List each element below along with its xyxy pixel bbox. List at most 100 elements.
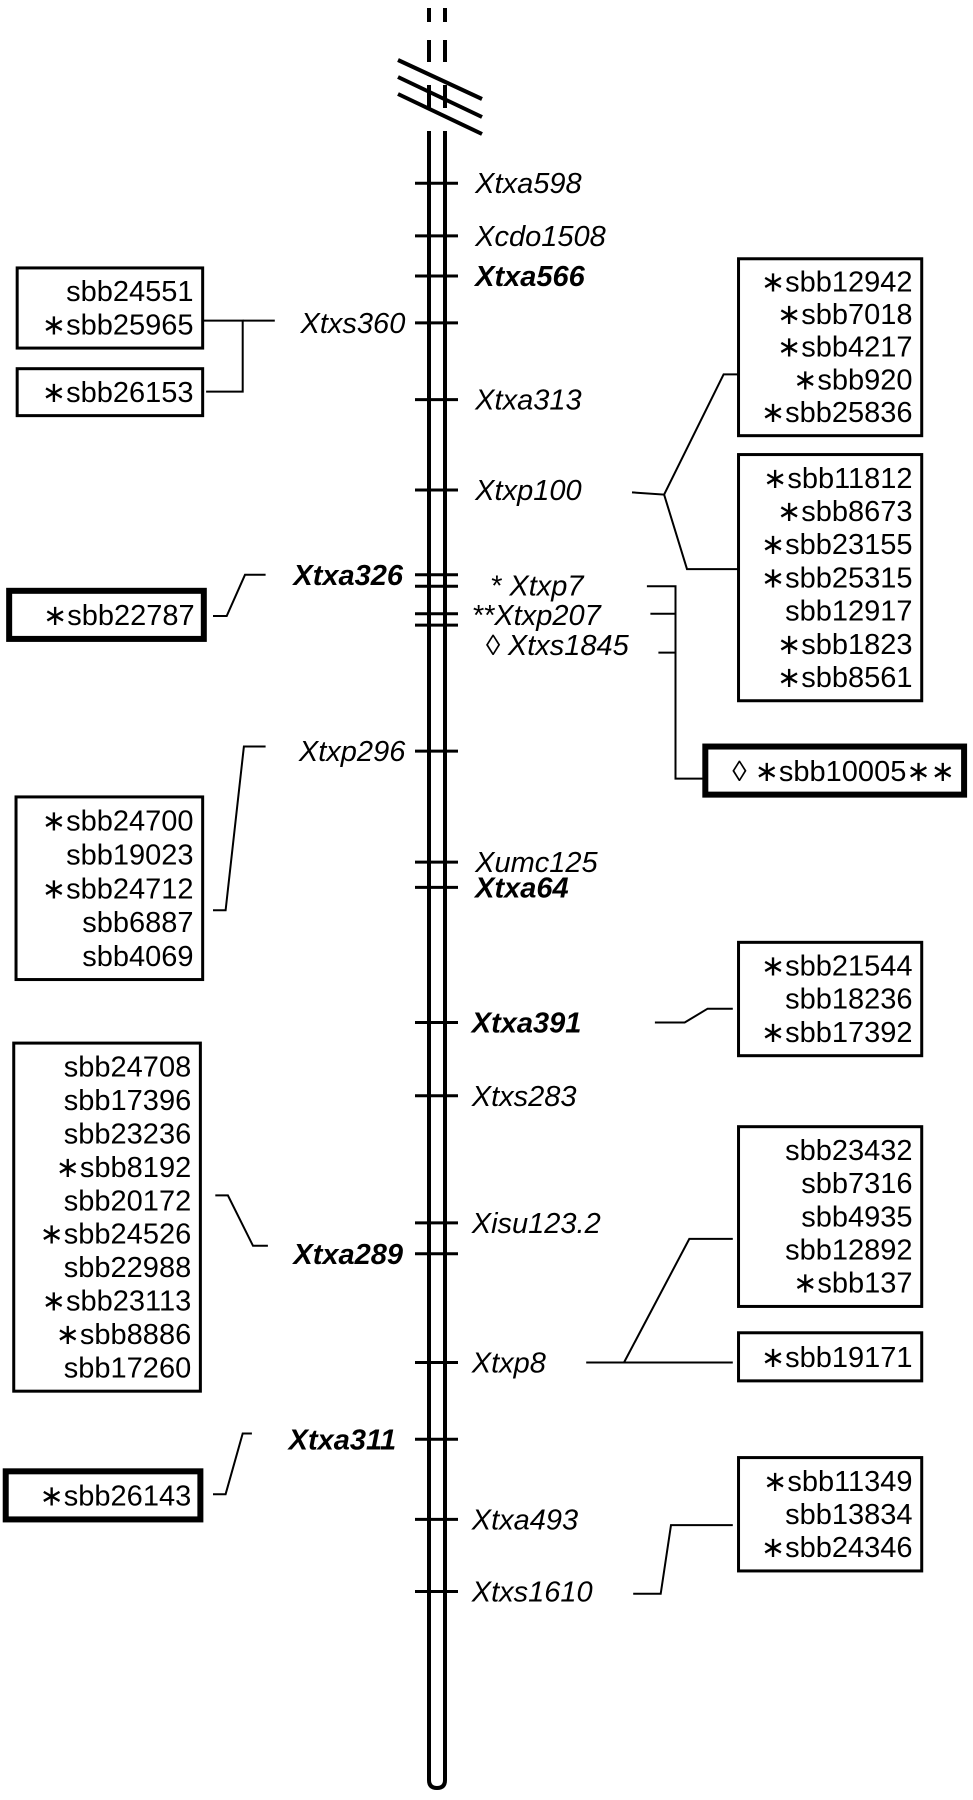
clone-sbb18236: sbb18236 [785, 984, 912, 1016]
clone-sbb23113: ∗sbb23113 [42, 1286, 192, 1318]
box-border [737, 257, 924, 438]
clone-sbb22787: ∗sbb22787 [43, 600, 195, 632]
clone-sbb24551: sbb24551 [66, 276, 193, 308]
connector-line [203, 319, 244, 393]
box-xtxp100-b: ∗sbb11812∗sbb8673∗sbb23155∗sbb25315sbb12… [737, 453, 924, 703]
clone-sbb8561: ∗sbb8561 [777, 662, 913, 694]
box-xtxa289: sbb24708sbb17396sbb23236∗sbb8192sbb20172… [12, 1041, 202, 1393]
box-xtxp8-b: ∗sbb19171 [737, 1331, 924, 1383]
box-border [737, 1125, 924, 1308]
connector-line [213, 573, 266, 617]
marker-xtxa326: Xtxa326 [291, 560, 404, 592]
clone-sbb22988: sbb22988 [64, 1252, 191, 1284]
clone-sbb12942: ∗sbb12942 [761, 266, 913, 298]
marker-xtxs1610: Xtxs1610 [471, 1577, 593, 1609]
marker-xtxa391: Xtxa391 [470, 1007, 582, 1039]
bac-clone-boxes: sbb24551∗sbb25965 ∗sbb26153 ∗sbb12942∗sbb7… [2, 257, 968, 1573]
clone-sbb24346: ∗sbb24346 [761, 1532, 913, 1564]
marker-xtxa566: Xtxa566 [473, 261, 586, 293]
connector-line [633, 1524, 733, 1595]
clone-sbb26143: ∗sbb26143 [40, 1481, 192, 1513]
connector-line [663, 494, 739, 571]
clone-sbb17392: ∗sbb17392 [761, 1017, 913, 1049]
box-xtxs360-a: sbb24551∗sbb25965 [15, 266, 205, 350]
connector-line [215, 1194, 268, 1247]
clone-sbb6887: sbb6887 [82, 907, 193, 939]
marker-xtxp8: Xtxp8 [471, 1348, 546, 1380]
marker-xumc125: Xumc125 [474, 847, 598, 879]
marker-xcdo1508: Xcdo1508 [474, 221, 606, 253]
box-xtxp7-cluster: ◊ ∗sbb10005∗∗ [702, 743, 968, 798]
marker-xtxa64: Xtxa64 [473, 872, 569, 904]
box-border [15, 266, 205, 350]
clone-sbb8192: ∗sbb8192 [56, 1152, 192, 1184]
clone-sbb4935: sbb4935 [801, 1201, 912, 1233]
clone-sbb12892: sbb12892 [785, 1235, 912, 1267]
clone-sbb1823: ∗sbb1823 [777, 629, 913, 661]
marker-xtxs283: Xtxs283 [471, 1081, 577, 1113]
box-border [2, 1468, 204, 1523]
marker-xtxs360: Xtxs360 [300, 308, 406, 340]
box-border [737, 940, 924, 1058]
marker-xtxa289: Xtxa289 [291, 1239, 403, 1271]
box-border [702, 743, 968, 798]
connector-lines [203, 319, 739, 1595]
clone-sbb4217: ∗sbb4217 [777, 332, 913, 364]
clone-sbb21544: ∗sbb21544 [761, 951, 913, 983]
clone-sbb24712: ∗sbb24712 [42, 873, 194, 905]
box-border [14, 795, 205, 982]
marker-xtxa311: Xtxa311 [287, 1424, 397, 1456]
clone-sbb23155: ∗sbb23155 [761, 529, 913, 561]
box-border [12, 1041, 202, 1393]
clone-sbb26153: ∗sbb26153 [42, 377, 194, 409]
box-border [737, 453, 924, 703]
connector-line [623, 1237, 733, 1363]
clone-sbb24700: ∗sbb24700 [42, 806, 194, 838]
clone-sbb24708: sbb24708 [64, 1052, 191, 1084]
clone-sbb25836: ∗sbb25836 [761, 397, 913, 429]
chromosome-break-icon [397, 8, 483, 136]
clone-sbb10005: ◊ ∗sbb10005∗∗ [732, 756, 955, 788]
clone-sbb11349: ∗sbb11349 [763, 1466, 913, 1498]
clone-sbb25965: ∗sbb25965 [42, 309, 194, 341]
box-border [737, 1456, 924, 1573]
connector-line [631, 373, 739, 496]
marker-xtxp207: **Xtxp207 [472, 600, 603, 632]
clone-sbb23236: sbb23236 [64, 1118, 191, 1150]
marker-xtxp7: * Xtxp7 [490, 570, 585, 602]
box-border [15, 367, 205, 418]
marker-labels: Xtxa598Xcdo1508Xtxa566Xtxs360Xtxa313Xtxp… [287, 168, 630, 1608]
clone-sbb20172: sbb20172 [64, 1185, 191, 1217]
clone-sbb24526: ∗sbb24526 [40, 1219, 192, 1251]
clone-sbb12917: sbb12917 [785, 596, 912, 628]
box-border [737, 1331, 924, 1383]
clone-sbb8673: ∗sbb8673 [777, 496, 913, 528]
clone-sbb17260: sbb17260 [64, 1352, 191, 1384]
clone-sbb7316: sbb7316 [801, 1168, 912, 1200]
box-border [6, 587, 207, 642]
marker-xtxs1845: ◊ Xtxs1845 [485, 630, 629, 662]
marker-xisu123-2: Xisu123.2 [471, 1208, 601, 1240]
clone-sbb25315: ∗sbb25315 [761, 562, 913, 594]
connector-line [213, 1432, 252, 1496]
clone-sbb920: ∗sbb920 [793, 364, 912, 396]
marker-xtxp100: Xtxp100 [474, 475, 581, 507]
box-xtxp100-a: ∗sbb12942∗sbb7018∗sbb4217∗sbb920∗sbb2583… [737, 257, 924, 438]
connector-line [646, 585, 703, 780]
clone-sbb19171: ∗sbb19171 [761, 1342, 913, 1374]
marker-xtxa493: Xtxa493 [471, 1504, 578, 1536]
clone-sbb4069: sbb4069 [82, 941, 193, 973]
clone-sbb8886: ∗sbb8886 [56, 1319, 192, 1351]
marker-ticks [415, 181, 458, 1594]
clone-sbb137: ∗sbb137 [793, 1268, 912, 1300]
clone-sbb17396: sbb17396 [64, 1085, 191, 1117]
box-xtxs360-b: ∗sbb26153 [15, 367, 205, 418]
marker-xtxp296: Xtxp296 [298, 736, 406, 768]
clone-sbb19023: sbb19023 [66, 839, 193, 871]
connector-line [654, 1007, 733, 1024]
clone-sbb11812: ∗sbb11812 [763, 463, 913, 495]
